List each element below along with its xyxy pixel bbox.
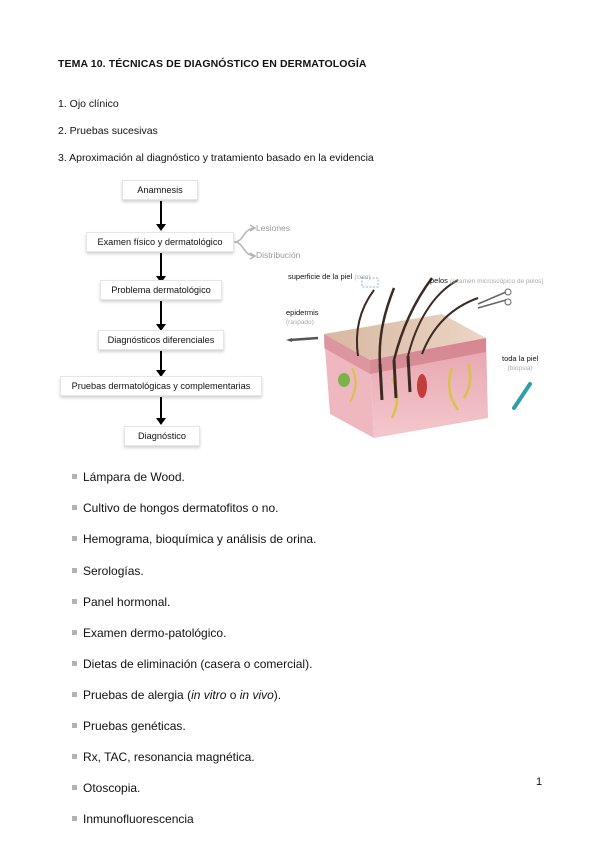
- page-title: TEMA 10. TÉCNICAS DE DIAGNÓSTICO EN DERM…: [58, 58, 367, 70]
- flow-step-problem: Problema dermatológico: [100, 280, 222, 300]
- numbered-item-3: 3. Aproximación al diagnóstico y tratami…: [58, 152, 374, 164]
- list-item: Hemograma, bioquímica y análisis de orin…: [72, 532, 316, 546]
- bullet-square-icon: [72, 692, 77, 698]
- bullet-square-icon: [72, 754, 77, 760]
- bullet-square-icon: [72, 599, 77, 605]
- flow-step-anamnesis: Anamnesis: [122, 180, 198, 200]
- bullet-square-icon: [72, 785, 77, 791]
- side-label-lesiones: Lesiones: [256, 223, 291, 233]
- bullet-square-icon: [72, 723, 77, 729]
- list-item: Panel hormonal.: [72, 595, 170, 609]
- bullet-square-icon: [72, 630, 77, 636]
- list-item: Pruebas genéticas.: [72, 719, 186, 733]
- bullet-square-icon: [72, 505, 77, 511]
- list-item: Cultivo de hongos dermatofitos o no.: [72, 501, 278, 515]
- label-hair: pelos (examen microscópico de pelos): [430, 276, 544, 285]
- flow-step-tests: Pruebas dermatológicas y complementarias: [60, 376, 262, 396]
- numbered-item-1: 1. Ojo clínico: [58, 98, 119, 110]
- list-item: Lámpara de Wood.: [72, 470, 185, 484]
- flow-arrow: [156, 201, 166, 231]
- side-brace-icon: [233, 224, 257, 260]
- flow-step-differentials: Diagnósticos diferenciales: [98, 330, 224, 350]
- side-label-distribucion: Distribución: [256, 250, 301, 260]
- page-number: 1: [536, 776, 543, 788]
- label-epidermis: epidermis(raspado): [286, 308, 319, 326]
- bullet-square-icon: [72, 661, 77, 667]
- bullet-square-icon: [72, 568, 77, 574]
- flow-arrow: [156, 301, 166, 331]
- list-item: Inmunofluorescencia: [72, 812, 194, 826]
- flow-arrow: [156, 351, 166, 377]
- label-surface: superficie de la piel (celo): [288, 272, 371, 281]
- flow-arrow: [156, 253, 166, 283]
- skin-cross-section-image: [286, 277, 532, 438]
- bullet-square-icon: [72, 536, 77, 542]
- list-item: Examen dermo-patológico.: [72, 626, 226, 640]
- list-item: Rx, TAC, resonancia magnética.: [72, 750, 255, 764]
- label-whole-skin: toda la piel(biopsia): [502, 354, 539, 372]
- flow-step-diagnosis: Diagnóstico: [124, 426, 200, 446]
- flow-arrow: [156, 397, 166, 425]
- skin-illustration: superficie de la piel (celo) pelos (exam…: [282, 268, 552, 458]
- numbered-item-2: 2. Pruebas sucesivas: [58, 125, 158, 137]
- bullet-square-icon: [72, 474, 77, 480]
- list-item: Otoscopia.: [72, 781, 140, 795]
- bullet-square-icon: [72, 816, 77, 822]
- list-item: Pruebas de alergia (in vitro o in vivo).: [72, 688, 281, 702]
- list-item: Serologías.: [72, 564, 144, 578]
- list-item: Dietas de eliminación (casera o comercia…: [72, 657, 312, 671]
- flow-step-exam: Examen físico y dermatológico: [86, 232, 234, 252]
